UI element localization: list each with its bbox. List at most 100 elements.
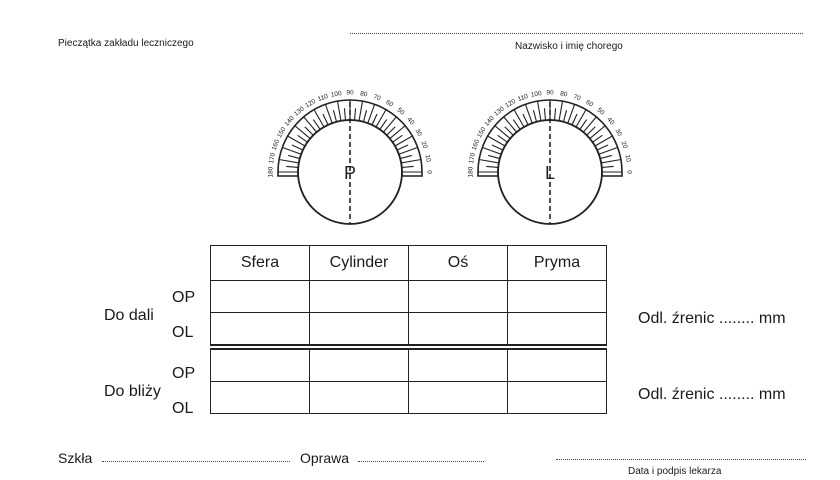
frame-line[interactable] [358, 461, 484, 462]
dial-scale-label: 50 [396, 107, 406, 117]
dial-tick [401, 165, 414, 169]
table-cell[interactable] [309, 280, 409, 313]
dial-tick [367, 104, 376, 124]
eye-label-op: OP [172, 289, 196, 306]
dial-tick [536, 100, 542, 121]
dial-tick [497, 134, 508, 143]
dial-scale-label: 60 [585, 99, 595, 109]
dial-tick [389, 125, 406, 139]
dial-tick [575, 109, 587, 128]
dial-tick [313, 109, 325, 128]
dial-eye-letter: L [545, 163, 555, 183]
eye-label-ol: OL [172, 400, 194, 417]
dial-scale-label: 30 [413, 128, 423, 138]
dial-tick [594, 135, 613, 147]
dial-scale-label: 70 [572, 93, 582, 102]
dial-tick [524, 104, 533, 124]
dial-tick [532, 110, 538, 122]
dial-eye-letter: P [344, 163, 356, 183]
table-cell[interactable] [408, 344, 508, 382]
table-cell[interactable] [408, 280, 508, 313]
dial-tick [324, 104, 333, 124]
dial-tick [589, 125, 606, 139]
table-cell[interactable] [210, 381, 310, 414]
dial-tick [336, 100, 342, 121]
dial-tick [586, 126, 596, 136]
signature-line[interactable] [556, 459, 806, 460]
table-cell[interactable] [507, 280, 607, 313]
table-cell[interactable] [507, 344, 607, 382]
dial-tick [282, 146, 302, 155]
dial-scale-label: 70 [372, 93, 382, 102]
dial-tick [332, 110, 338, 122]
dial-scale-label: 10 [624, 154, 632, 163]
table-cell[interactable] [309, 312, 409, 348]
table-cell[interactable] [309, 344, 409, 382]
column-header: Sfera [210, 245, 310, 281]
pupil-distance-far[interactable]: Odl. źrenic ........ mm [638, 310, 786, 327]
dial-scale-label: 120 [504, 98, 517, 110]
table-row [210, 312, 607, 348]
table-cell[interactable] [210, 344, 310, 382]
dial-scale-label: 150 [476, 126, 488, 139]
dial-tick [379, 119, 388, 130]
dial-tick [491, 144, 504, 151]
dial-scale-label: 40 [605, 116, 615, 126]
prescription-table: Sfera Cylinder Oś Pryma [210, 245, 607, 414]
table-cell[interactable] [210, 280, 310, 313]
glasses-line[interactable] [102, 461, 290, 462]
dial-tick [583, 116, 597, 133]
table-header-row: Sfera Cylinder Oś Pryma [210, 245, 607, 281]
dial-scale-label: 120 [304, 98, 317, 110]
dial-tick [371, 113, 378, 126]
eye-label-op: OP [172, 365, 196, 382]
dial-tick [353, 108, 357, 121]
dial-tick [488, 154, 500, 160]
dial-scale-label: 80 [360, 90, 369, 98]
pupil-distance-near[interactable]: Odl. źrenic ........ mm [638, 386, 786, 403]
dial-tick [362, 110, 368, 122]
dial-tick [287, 135, 306, 147]
dial-scale-label: 20 [420, 140, 429, 150]
dial-tick [512, 119, 521, 130]
dial-tick [579, 119, 588, 130]
dial-tick [288, 154, 300, 160]
table-row [210, 381, 607, 414]
dial-tick [401, 158, 422, 164]
dial-scale-label: 30 [613, 128, 623, 138]
table-cell[interactable] [507, 381, 607, 414]
dial-tick [322, 113, 329, 126]
dial-tick [567, 104, 576, 124]
dial-scale-label: 20 [620, 140, 629, 150]
dial-tick [386, 126, 396, 136]
dial-tick [343, 108, 347, 121]
dial-tick [312, 119, 321, 130]
dial-tick [598, 146, 618, 155]
dial-tick [400, 154, 412, 160]
dial-scale-label: 0 [425, 170, 432, 174]
dial-tick [543, 108, 547, 121]
table-cell[interactable] [309, 381, 409, 414]
signature-label: Data i podpis lekarza [628, 466, 722, 477]
patient-name-label: Nazwisko i imię chorego [515, 41, 623, 52]
dial-tick [398, 146, 418, 155]
table-cell[interactable] [408, 381, 508, 414]
dial-tick [286, 165, 299, 169]
dial-tick [571, 113, 578, 126]
dial-scale-label: 180 [268, 166, 275, 177]
stamp-label: Pieczątka zakładu leczniczego [58, 38, 194, 49]
table-cell[interactable] [210, 312, 310, 348]
table-cell[interactable] [408, 312, 508, 348]
dial-tick [558, 100, 564, 121]
dial-tick [522, 113, 529, 126]
dial-tick [358, 100, 364, 121]
dial-tick [383, 116, 397, 133]
dial-scale-label: 160 [471, 138, 481, 151]
table-cell[interactable] [507, 312, 607, 348]
dial-scale-label: 110 [317, 93, 329, 103]
dial-scale-label: 170 [468, 152, 477, 164]
dial-scale-label: 40 [405, 116, 415, 126]
column-header: Cylinder [309, 245, 409, 281]
